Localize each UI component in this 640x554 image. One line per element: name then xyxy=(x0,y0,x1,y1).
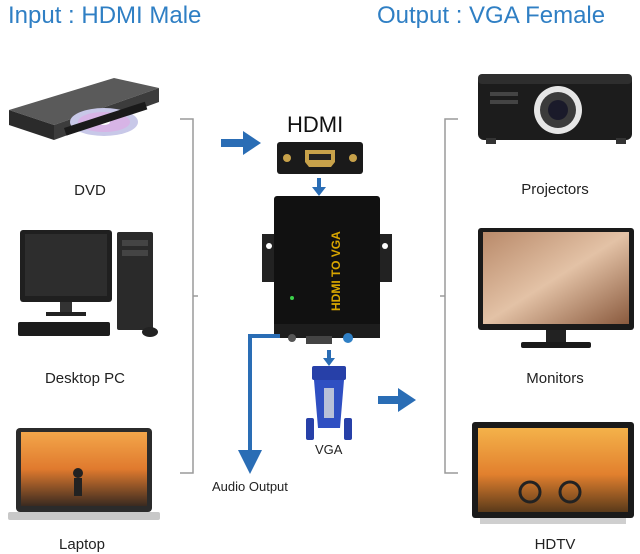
monitor-icon xyxy=(476,228,636,352)
display-label-monitors: Monitors xyxy=(526,370,584,387)
vga-down-arrow-icon xyxy=(323,350,335,366)
audio-output-label: Audio Output xyxy=(212,479,288,494)
output-arrow-icon xyxy=(378,388,416,412)
source-label-desktop-pc: Desktop PC xyxy=(44,370,126,387)
source-label-dvd: DVD xyxy=(74,182,106,199)
hdmi-label: HDMI xyxy=(287,112,344,137)
vga-connector-icon xyxy=(306,366,352,444)
dvd-player-icon xyxy=(4,70,164,170)
input-arrow-icon xyxy=(221,131,261,155)
converter-brand-text: HDMI TO VGA xyxy=(329,231,343,311)
hdmi-connector-icon xyxy=(277,142,363,174)
connector-down-arrow-icon xyxy=(312,178,326,196)
display-label-projectors: Projectors xyxy=(521,181,589,198)
left-bracket xyxy=(178,118,198,474)
output-heading: Output : VGA Female xyxy=(377,2,606,29)
projector-icon xyxy=(476,70,636,148)
input-heading: Input : HDMI Male xyxy=(8,2,202,29)
laptop-icon xyxy=(8,428,160,523)
display-label-hdtv: HDTV xyxy=(534,536,576,553)
desktop-pc-icon xyxy=(18,228,163,343)
source-label-laptop: Laptop xyxy=(59,536,105,553)
hdmi-to-vga-converter xyxy=(262,196,392,344)
right-bracket xyxy=(440,118,460,474)
vga-label: VGA xyxy=(315,442,343,457)
audio-output-arrow-icon xyxy=(232,334,286,476)
hdtv-icon xyxy=(470,422,636,526)
